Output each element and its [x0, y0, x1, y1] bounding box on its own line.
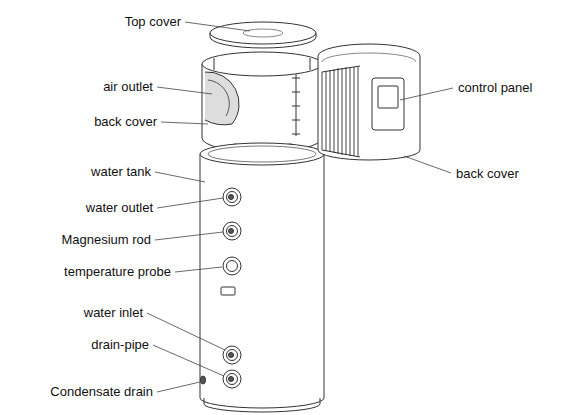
housing-ribs [292, 74, 300, 136]
upper-housing [202, 52, 322, 152]
part-label: Top cover [125, 14, 181, 30]
part-label: Condensate drain [50, 384, 153, 400]
leader-line [155, 232, 223, 240]
grille-frame [322, 66, 360, 157]
leader-line [157, 198, 223, 208]
fan-outlet [205, 72, 239, 125]
grille [322, 67, 358, 156]
top-cover-face [210, 22, 316, 44]
leader-line [161, 122, 208, 124]
part-label: water outlet [86, 200, 153, 216]
cover-top-inner [322, 53, 416, 62]
fitting-inner [227, 226, 238, 237]
fitting-inner [227, 350, 238, 361]
leader-line [400, 88, 453, 100]
back-cover-part [318, 44, 420, 160]
fitting-outer [223, 257, 241, 275]
tank-body [200, 154, 324, 408]
fitting-core [229, 353, 234, 358]
part-label: water inlet [84, 305, 143, 321]
part-label: back cover [94, 114, 157, 130]
fitting-inner [227, 261, 238, 272]
fitting-outer [223, 222, 241, 240]
housing-body [202, 64, 322, 152]
leader-line [157, 382, 200, 392]
top-cover [210, 22, 316, 48]
leader-line [404, 156, 451, 173]
tank-top-inner [208, 146, 316, 162]
fitting-inner [227, 192, 238, 203]
fitting-outer [223, 188, 241, 206]
part-label: drain-pipe [91, 337, 149, 353]
leader-line [185, 22, 250, 31]
cover-top [318, 44, 420, 56]
tank-top [200, 143, 324, 165]
part-label: back cover [456, 166, 519, 182]
leader-line [153, 345, 224, 376]
fitting [201, 188, 242, 388]
fitting-core [229, 229, 234, 234]
top-cover-mark [243, 29, 283, 37]
housing-inner [214, 58, 310, 70]
part-label: Magnesium rod [61, 232, 151, 248]
control-panel-frame [372, 78, 404, 130]
condensate-outlet [201, 376, 206, 384]
housing-top [202, 52, 322, 76]
part-label: air outlet [103, 79, 153, 95]
tank-slot [221, 287, 235, 295]
leader-line [157, 87, 212, 94]
leader-line [175, 267, 222, 272]
part-label: control panel [458, 80, 532, 96]
tank-foot [204, 398, 320, 412]
leader-line [147, 313, 225, 350]
top-cover-rim [210, 33, 316, 48]
part-label: water tank [91, 164, 151, 180]
fitting-core [229, 195, 234, 200]
drawing-lines [200, 22, 420, 412]
fitting-outer [223, 346, 241, 364]
fan-ring [208, 80, 229, 116]
cover-body [318, 56, 420, 160]
leader-lines [147, 22, 453, 392]
leader-line [155, 172, 205, 182]
fitting-core [229, 377, 234, 382]
fitting-inner [227, 374, 238, 385]
control-panel-display [378, 86, 398, 108]
water-tank [200, 143, 324, 412]
part-label: temperature probe [64, 264, 171, 280]
fitting-outer [223, 370, 241, 388]
